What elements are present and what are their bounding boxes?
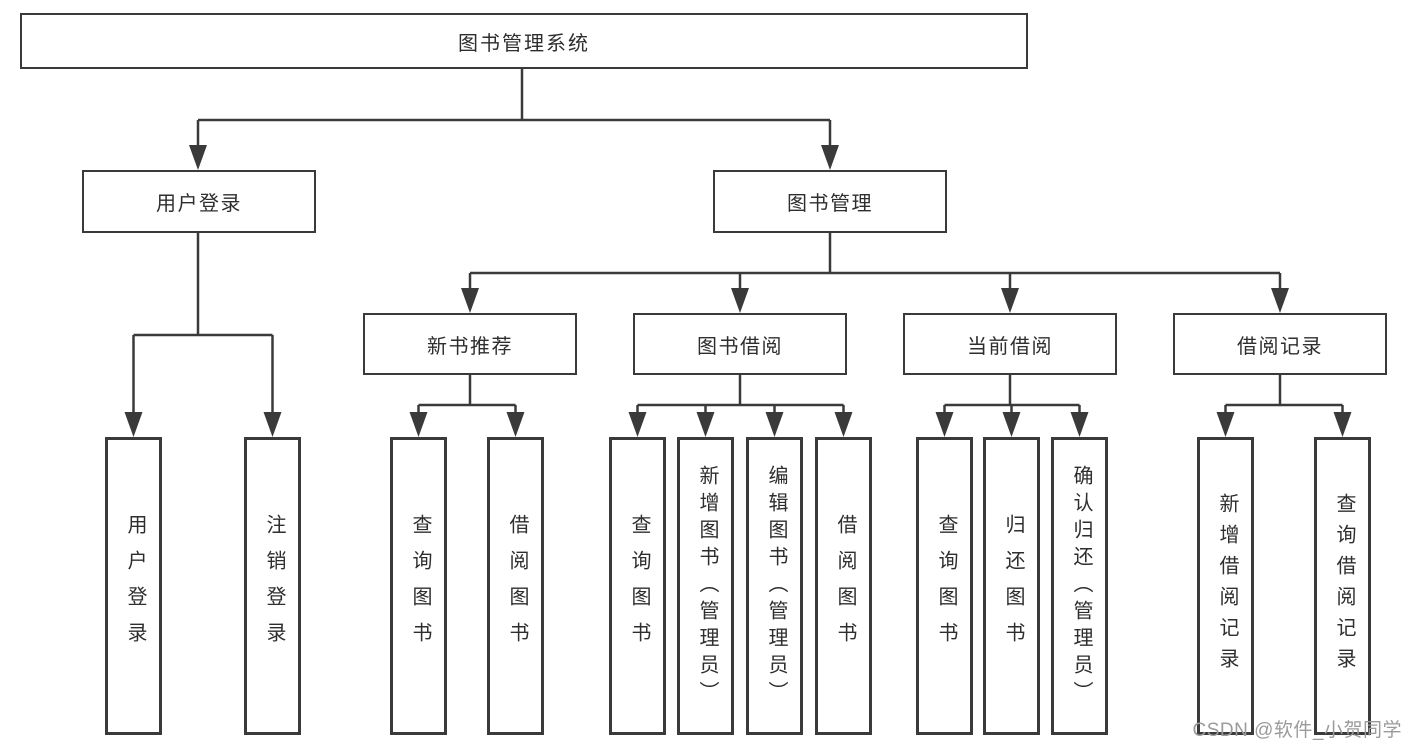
leaf-query-book-recommend: 查询图书: [390, 437, 447, 735]
leaf-borrow-book-borrowing: 借阅图书: [815, 437, 872, 735]
leaf-logout: 注销登录: [244, 437, 301, 735]
node-user-login: 用户登录: [82, 170, 316, 233]
leaf-query-book-current: 查询图书: [916, 437, 973, 735]
leaf-add-borrow-record: 新增借阅记录: [1197, 437, 1254, 735]
watermark-text: CSDN @软件_小贺同学: [1192, 720, 1402, 741]
node-library-management-system: 图书管理系统: [20, 13, 1028, 69]
leaf-query-book-borrowing: 查询图书: [609, 437, 666, 735]
arrowheads: [124, 145, 1352, 437]
node-book-borrowing: 图书借阅: [633, 313, 847, 375]
node-borrowing-records: 借阅记录: [1173, 313, 1387, 375]
leaf-confirm-return-admin: 确认归还（管理员）: [1051, 437, 1108, 735]
leaf-query-borrow-record: 查询借阅记录: [1314, 437, 1371, 735]
leaf-return-book: 归还图书: [983, 437, 1040, 735]
leaf-edit-book-admin: 编辑图书（管理员）: [746, 437, 803, 735]
connector-lines: [132, 69, 1344, 414]
node-current-borrowing: 当前借阅: [903, 313, 1117, 375]
leaf-add-book-admin: 新增图书（管理员）: [677, 437, 734, 735]
leaf-borrow-book-recommend: 借阅图书: [487, 437, 544, 735]
node-book-management: 图书管理: [713, 170, 947, 233]
leaf-user-login: 用户登录: [105, 437, 162, 735]
node-new-book-recommend: 新书推荐: [363, 313, 577, 375]
